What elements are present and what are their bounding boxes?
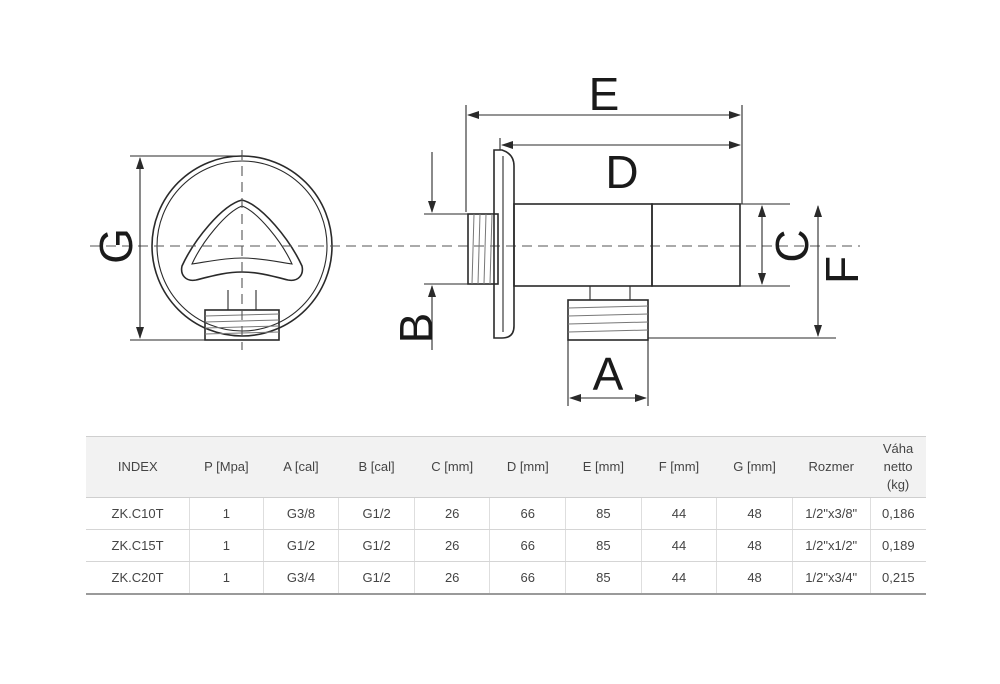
cell-rozmer: 1/2"x1/2" [791,529,871,562]
inlet-thread [471,213,493,285]
cell-index: ZK.C10T [86,497,190,530]
cell-g: 48 [716,561,793,595]
dim-label-d: D [605,146,638,198]
cell-index: ZK.C15T [86,529,190,562]
cell-c: 26 [413,529,490,562]
cell-a: G3/4 [262,561,339,595]
cell-d: 66 [489,529,566,562]
col-header-d: D [mm] [489,436,566,498]
cell-b: G1/2 [338,561,415,595]
cell-rozmer: 1/2"x3/4" [791,561,871,595]
cell-a: G1/2 [262,529,339,562]
cell-e: 85 [565,561,642,595]
col-header-c: C [mm] [414,436,490,498]
dim-label-a: A [593,348,624,400]
cell-a: G3/8 [262,497,339,530]
dim-label-b: B [390,313,442,344]
col-header-b: B [cal] [338,436,415,498]
outlet-thread [567,305,649,333]
cell-rozmer: 1/2"x3/8" [791,497,871,530]
col-header-index: INDEX [86,436,190,498]
cell-b: G1/2 [338,529,415,562]
cell-f: 44 [640,561,717,595]
cell-p: 1 [189,529,264,562]
cell-f: 44 [640,529,717,562]
col-header-rozmer: Rozmer [792,436,871,498]
table-row: ZK.C15T 1 G1/2 G1/2 26 66 85 44 48 1/2"x… [86,529,926,562]
table-row: ZK.C10T 1 G3/8 G1/2 26 66 85 44 48 1/2"x… [86,497,926,530]
dim-label-e: E [589,68,620,120]
dim-label-f: F [816,256,868,284]
col-header-f: F [mm] [641,436,717,498]
cell-f: 44 [640,497,717,530]
side-view: E D B C F A [390,68,868,406]
col-header-weight: Váha netto (kg) [870,436,926,498]
cell-p: 1 [189,561,264,595]
table-header-row: INDEX P [Mpa] A [cal] B [cal] C [mm] D [… [86,436,926,498]
cell-e: 85 [565,529,642,562]
cell-d: 66 [489,561,566,595]
table-row: ZK.C20T 1 G3/4 G1/2 26 66 85 44 48 1/2"x… [86,561,926,595]
cell-weight: 0,189 [869,529,926,562]
col-header-e: E [mm] [565,436,642,498]
front-view: G [90,150,860,350]
cell-d: 66 [489,497,566,530]
cell-g: 48 [716,529,793,562]
col-header-g: G [mm] [716,436,793,498]
cell-index: ZK.C20T [86,561,190,595]
dim-label-g: G [90,228,142,264]
cell-weight: 0,215 [869,561,926,595]
cell-c: 26 [413,561,490,595]
cell-e: 85 [565,497,642,530]
dim-label-c: C [766,229,818,262]
technical-drawing: G E D [90,68,868,406]
cell-p: 1 [189,497,264,530]
col-header-a: A [cal] [263,436,339,498]
cell-b: G1/2 [338,497,415,530]
cell-c: 26 [413,497,490,530]
col-header-p: P [Mpa] [189,436,264,498]
spec-table: INDEX P [Mpa] A [cal] B [cal] C [mm] D [… [86,436,926,595]
cell-weight: 0,186 [869,497,926,530]
cell-g: 48 [716,497,793,530]
